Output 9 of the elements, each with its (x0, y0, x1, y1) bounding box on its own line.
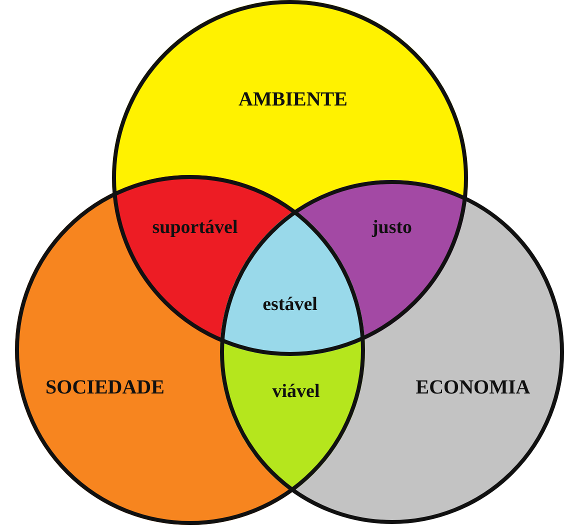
circle-label: AMBIENTE (238, 88, 348, 112)
overlap-label: viável (272, 381, 320, 403)
overlap-label: suportável (152, 217, 238, 239)
circle-label: ECONOMIA (416, 376, 530, 400)
venn-circle (112, 0, 468, 356)
circle-label: SOCIEDADE (46, 376, 164, 400)
overlap-label: estável (262, 294, 318, 316)
overlap-label: justo (372, 217, 412, 239)
venn-circle (15, 175, 365, 525)
